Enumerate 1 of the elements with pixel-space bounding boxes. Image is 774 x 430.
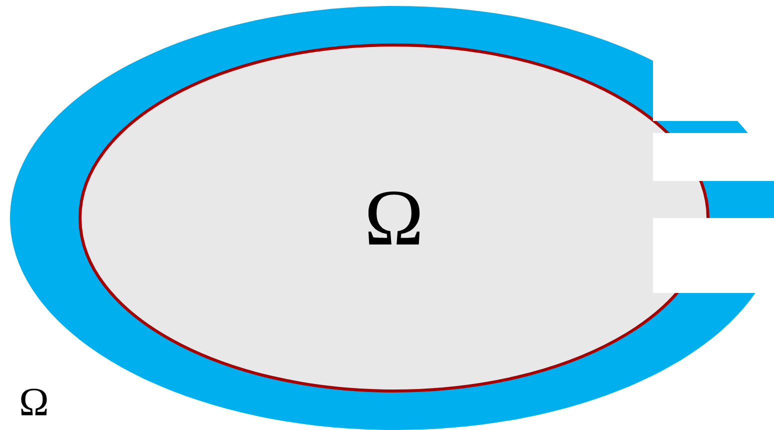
symbol-label: Ω <box>21 388 47 416</box>
